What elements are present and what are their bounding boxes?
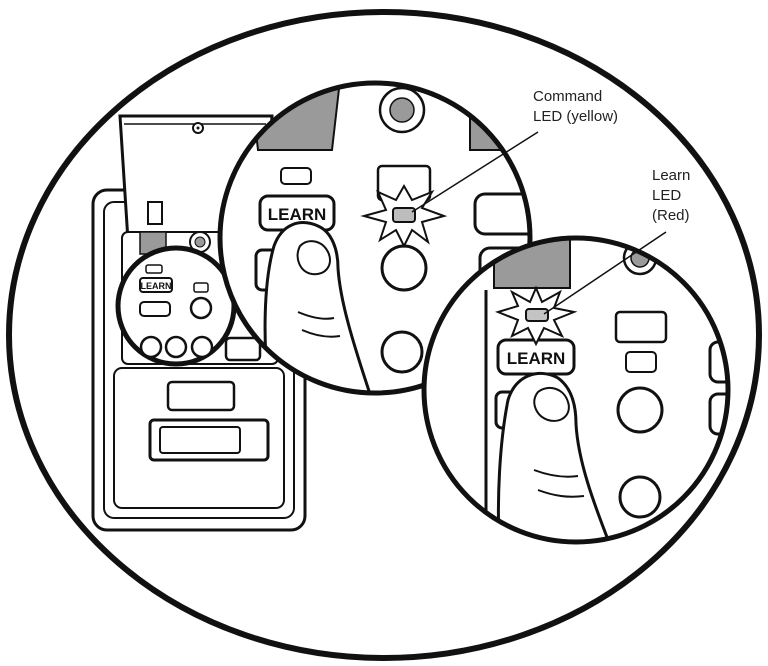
learn-button-label-mid: LEARN	[268, 205, 327, 224]
command-led-callout-line	[411, 131, 539, 213]
small-zoom-circle: LEARN	[115, 245, 237, 367]
learn-zoom-circle: LEARN	[421, 235, 731, 545]
learn-led-callout-line	[543, 231, 667, 315]
learn-led-label-line2: LED	[652, 187, 681, 204]
small-learn-button-label: LEARN	[141, 281, 172, 291]
learn-led-label-line3: (Red)	[652, 207, 690, 224]
learn-led-label-line1: Learn	[652, 167, 690, 184]
learn-button-label-right: LEARN	[507, 349, 566, 368]
command-led-yellow	[392, 207, 416, 223]
finger-mid	[263, 221, 375, 393]
finger-right	[496, 371, 619, 542]
learn-led-red	[525, 308, 549, 322]
command-led-label-line1: Command	[533, 88, 602, 105]
command-led-label-line2: LED (yellow)	[533, 108, 618, 125]
